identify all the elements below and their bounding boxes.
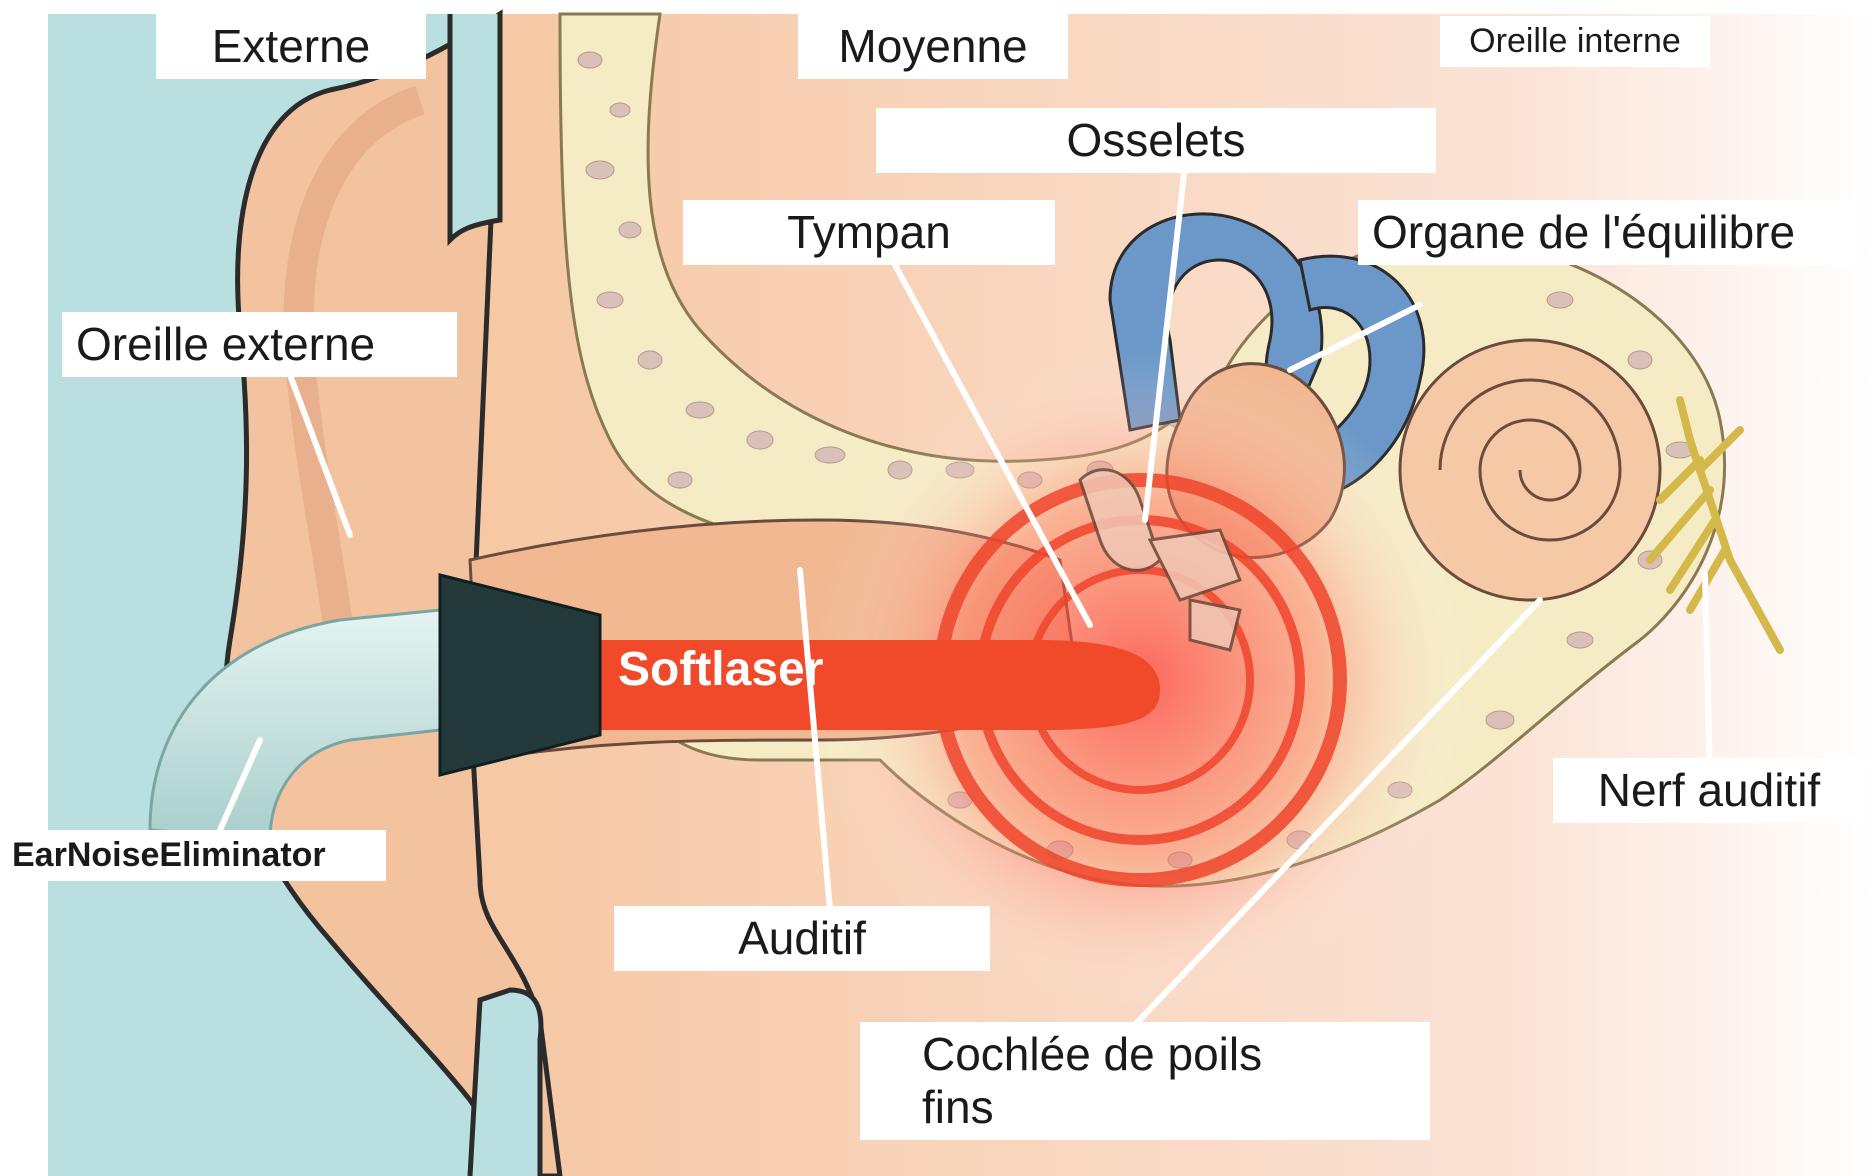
skull-edge bbox=[450, 14, 500, 240]
label-tympan: Tympan bbox=[683, 200, 1055, 265]
label-nerf-auditif: Nerf auditif bbox=[1553, 758, 1865, 823]
label-cochlee-line1: Cochlée de poils bbox=[922, 1028, 1416, 1081]
label-cochlee: Cochlée de poils fins bbox=[860, 1022, 1430, 1140]
label-moyenne: Moyenne bbox=[798, 14, 1068, 79]
lower-skull-edge bbox=[470, 990, 541, 1176]
label-oreille-externe: Oreille externe bbox=[62, 312, 457, 377]
label-osselets: Osselets bbox=[876, 108, 1436, 173]
label-oreille-interne: Oreille interne bbox=[1440, 16, 1710, 67]
label-softlaser: Softlaser bbox=[618, 642, 823, 697]
label-organe-equilibre: Organe de l'équilibre bbox=[1358, 200, 1858, 265]
label-auditif: Auditif bbox=[614, 906, 990, 971]
label-externe: Externe bbox=[156, 14, 426, 79]
label-cochlee-line2: fins bbox=[922, 1081, 1416, 1134]
label-earnoise-eliminator: EarNoiseEliminator bbox=[0, 830, 386, 881]
